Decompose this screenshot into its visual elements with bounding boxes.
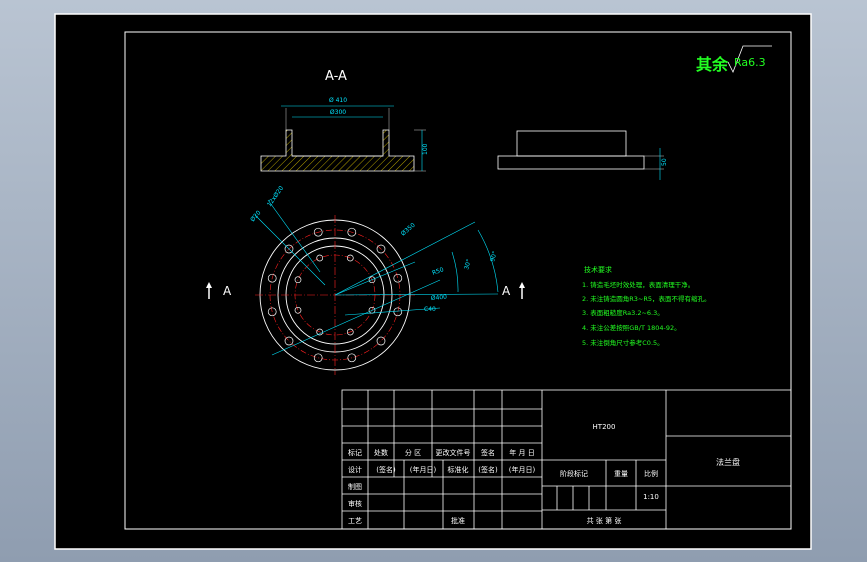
design-cell: 设计 xyxy=(348,465,362,474)
header-cell: 分 区 xyxy=(405,448,421,457)
dim-angle-b: 90° xyxy=(489,250,499,262)
view-mark-left: A xyxy=(223,284,232,298)
side-view: 50 xyxy=(497,130,668,180)
scale-label: 比例 xyxy=(644,469,658,478)
tech-item: 5. 未注倒角尺寸参考C0.5。 xyxy=(582,338,664,347)
title-block xyxy=(341,389,792,530)
bolt-hole xyxy=(267,307,277,317)
header-cell: 处数 xyxy=(374,448,388,457)
view-marker-right: A xyxy=(502,282,525,299)
row-label: 审核 xyxy=(348,499,362,508)
bolt-hole xyxy=(316,328,324,336)
bolt-hole xyxy=(316,254,324,262)
bolt-hole xyxy=(284,244,294,254)
approve-label: 批准 xyxy=(451,516,465,525)
roughness-note: 其余 Ra6.3 xyxy=(696,45,772,74)
tech-title: 技术要求 xyxy=(584,265,612,274)
stage-label: 阶段标记 xyxy=(560,469,588,478)
design-cell: 标准化 xyxy=(448,465,469,474)
dim-angle-a: 30° xyxy=(463,258,473,270)
roughness-value: Ra6.3 xyxy=(734,56,766,69)
bolt-hole xyxy=(393,273,403,283)
bolt-hole xyxy=(267,273,277,283)
view-marker-left: A xyxy=(206,282,232,299)
bolt-hole xyxy=(346,254,354,262)
bolt-hole xyxy=(294,306,302,314)
section-view: Ø 410 Ø300 100 xyxy=(260,97,429,172)
bolt-hole xyxy=(284,336,294,346)
tech-item: 3. 表面粗糙度Ra3.2~6.3。 xyxy=(582,308,664,317)
part-name: 法兰盘 xyxy=(716,457,740,467)
header-cell: 标记 xyxy=(348,448,362,457)
bolt-hole xyxy=(393,307,403,317)
dim-arc-dia: Ø400 xyxy=(431,294,448,302)
tech-requirements: 技术要求 1. 铸造毛坯时效处理，表面清理干净。 2. 未注铸造圆角R3~R5，… xyxy=(582,265,711,347)
tech-item: 4. 未注公差按照GB/T 1804-92。 xyxy=(582,323,681,332)
dim-inner-dia: Ø300 xyxy=(330,109,346,116)
dim-chamfer: C40 xyxy=(424,306,436,313)
row-label: 工艺 xyxy=(348,517,362,525)
bolt-hole xyxy=(347,227,357,237)
weight-label: 重量 xyxy=(614,470,628,478)
dim-side-height: 50 xyxy=(661,158,668,166)
dim-radius: R50 xyxy=(431,266,445,277)
design-cell: (年月日) xyxy=(410,465,437,474)
section-label: A-A xyxy=(325,69,347,84)
sheets-label: 共 张 第 张 xyxy=(587,516,622,525)
roughness-prefix: 其余 xyxy=(696,55,729,74)
scale-value: 1:10 xyxy=(643,493,659,501)
header-cell: 更改文件号 xyxy=(436,448,471,457)
row-label: 制图 xyxy=(348,482,362,491)
design-cell: (签名) xyxy=(376,465,396,474)
bolt-hole xyxy=(368,276,376,284)
design-cell: (签名) xyxy=(478,465,498,474)
material: HT200 xyxy=(593,423,616,431)
header-cell: 年 月 日 xyxy=(509,448,534,457)
bolt-hole xyxy=(376,244,386,254)
bolt-hole xyxy=(347,353,357,363)
dim-outer-dia: Ø 410 xyxy=(329,97,347,104)
title-block-text: HT200 法兰盘 标记 处数 分 区 更改文件号 签名 年 月 日 设计 (签… xyxy=(348,423,740,525)
bolt-hole xyxy=(313,353,323,363)
dim-height: 100 xyxy=(422,143,429,155)
design-cell: (年月日) xyxy=(509,465,536,474)
bolt-hole xyxy=(346,328,354,336)
bolt-hole xyxy=(313,227,323,237)
tech-item: 2. 未注铸造圆角R3~R5，表面不得有缩孔。 xyxy=(582,294,711,303)
tech-item: 1. 铸造毛坯时效处理，表面清理干净。 xyxy=(582,280,694,289)
header-cell: 签名 xyxy=(481,448,495,457)
bolt-hole xyxy=(376,336,386,346)
bolt-hole xyxy=(294,276,302,284)
roughness-symbol xyxy=(727,45,772,73)
view-mark-right: A xyxy=(502,284,511,298)
